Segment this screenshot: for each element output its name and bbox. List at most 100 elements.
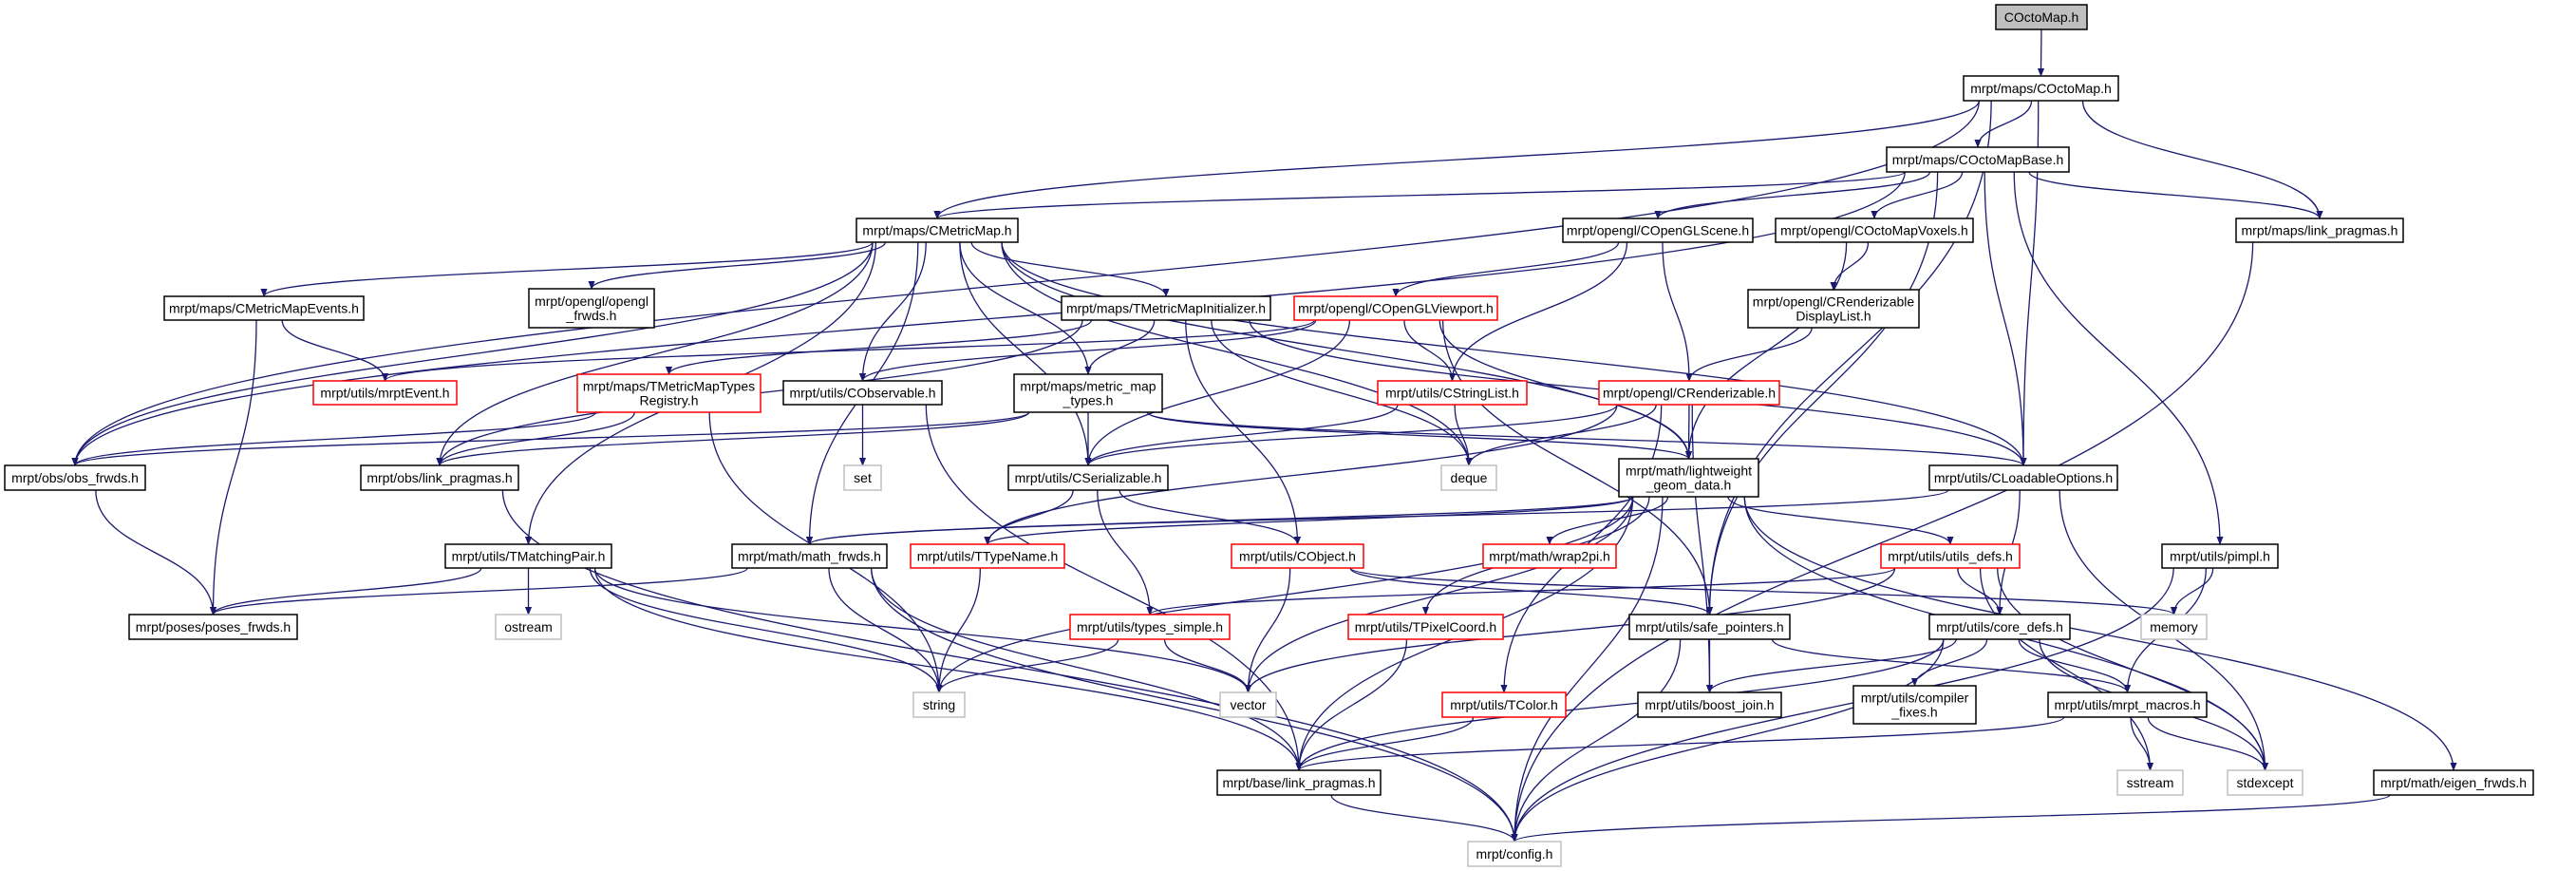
node-cmetricmap[interactable]: mrpt/maps/CMetricMap.h — [856, 218, 1019, 243]
node-box — [576, 373, 762, 413]
edge-metricmaptypes-to-obs_frwds — [71, 411, 1030, 466]
node-octomap[interactable]: mrpt/maps/COctoMap.h — [1963, 75, 2119, 102]
node-copenglviewport[interactable]: mrpt/opengl/COpenGLViewport.h — [1293, 295, 1498, 321]
edge-tmatchingpair-to-poses_frwds — [209, 567, 482, 615]
node-coctomapvoxels[interactable]: mrpt/opengl/COctoMapVoxels.h — [1775, 218, 1974, 243]
node-stdexcept[interactable]: stdexcept — [2227, 769, 2303, 796]
node-poses_frwds[interactable]: mrpt/poses/poses_frwds.h — [128, 614, 298, 640]
node-types_simple[interactable]: mrpt/utils/types_simple.h — [1069, 614, 1231, 640]
edge-eigen_frwds-to-config — [1511, 794, 2391, 843]
node-metricmaptypes[interactable]: mrpt/maps/metric_map_types.h — [1013, 373, 1163, 413]
edge-lightweight-to-utils_defs — [1727, 496, 1954, 545]
node-maps_link[interactable]: mrpt/maps/link_pragmas.h — [2235, 218, 2404, 243]
node-cobject[interactable]: mrpt/utils/CObject.h — [1231, 543, 1364, 569]
node-pimpl[interactable]: mrpt/utils/pimpl.h — [2161, 543, 2279, 569]
node-tmatchingpair[interactable]: mrpt/utils/TMatchingPair.h — [444, 543, 612, 569]
edge-tmetricmapinit-to-cobject — [1185, 319, 1302, 545]
node-label: mrpt/opengl/CRenderizable — [1753, 294, 1915, 310]
edge-tmetricmapinit-to-metricmaptypes — [1084, 319, 1156, 375]
node-safe_pointers[interactable]: mrpt/utils/safe_pointers.h — [1628, 614, 1791, 640]
node-label: mrpt/utils/compiler — [1861, 691, 1969, 706]
node-box — [1628, 614, 1791, 640]
edge-copenglscene-to-copenglviewport — [1392, 241, 1620, 297]
node-base_link[interactable]: mrpt/base/link_pragmas.h — [1216, 769, 1382, 796]
edge-tmetricmapinit-to-deque — [1211, 319, 1473, 466]
node-label: memory — [2150, 619, 2198, 634]
node-label: mrpt/opengl/opengl — [535, 293, 649, 309]
node-eigen_frwds[interactable]: mrpt/math/eigen_frwds.h — [2373, 769, 2534, 796]
node-box — [1467, 841, 1562, 867]
node-label: _fixes.h — [1890, 705, 1937, 720]
node-deque[interactable]: deque — [1440, 464, 1497, 491]
edge-obs_frwds-to-poses_frwds — [95, 489, 217, 615]
node-box — [1441, 691, 1567, 718]
node-root[interactable]: COctoMap.h — [1995, 4, 2088, 30]
edge-types_simple-to-vector — [1163, 638, 1252, 693]
node-crenderizable[interactable]: mrpt/opengl/CRenderizable.h — [1598, 380, 1780, 406]
edge-octomapbase-to-cmetricmap — [933, 171, 1906, 219]
edge-crenderizable-to-deque — [1465, 404, 1657, 466]
node-opengl_frwds[interactable]: mrpt/opengl/opengl_frwds.h — [528, 288, 655, 329]
node-box — [1963, 75, 2119, 102]
node-vector[interactable]: vector — [1219, 691, 1277, 718]
edge-copenglviewport-to-mrptevent — [382, 319, 1316, 382]
node-label: mrpt/obs/link_pragmas.h — [367, 470, 512, 485]
node-sstream[interactable]: sstream — [2116, 769, 2184, 796]
edge-cmetricmapevents-to-poses_frwds — [209, 319, 257, 615]
node-obs_frwds[interactable]: mrpt/obs/obs_frwds.h — [4, 464, 146, 491]
node-memory[interactable]: memory — [2140, 614, 2208, 640]
node-cmetricmapevents[interactable]: mrpt/maps/CMetricMapEvents.h — [163, 295, 365, 321]
edge-cobject-to-memory — [1349, 567, 2177, 615]
node-mrpt_macros[interactable]: mrpt/utils/mrpt_macros.h — [2047, 691, 2208, 718]
node-copenglscene[interactable]: mrpt/opengl/COpenGLScene.h — [1562, 218, 1754, 243]
node-utils_defs[interactable]: mrpt/utils/utils_defs.h — [1880, 543, 2021, 569]
node-label: mrpt/opengl/COpenGLViewport.h — [1298, 301, 1494, 316]
edge-octomap-to-maps_link — [2081, 100, 2323, 219]
node-box — [1852, 685, 1977, 725]
node-box — [2235, 218, 2404, 243]
node-cloadable[interactable]: mrpt/utils/CLoadableOptions.h — [1928, 464, 2118, 491]
node-compiler_fixes[interactable]: mrpt/utils/compiler_fixes.h — [1852, 685, 1977, 725]
edge-tmmtypesreg-to-obs_frwds — [71, 411, 596, 466]
node-box — [2140, 614, 2208, 640]
edge-copenglviewport-to-cobservable — [859, 319, 1317, 382]
edge-cserializable-to-types_simple — [1097, 489, 1154, 615]
node-label: mrpt/obs/obs_frwds.h — [11, 470, 139, 485]
node-math_frwds[interactable]: mrpt/math/math_frwds.h — [731, 543, 888, 569]
node-cstringlist[interactable]: mrpt/utils/CStringList.h — [1377, 380, 1528, 406]
node-label: deque — [1451, 470, 1488, 485]
edge-lightweight-to-config — [1511, 496, 1664, 843]
edge-safe_pointers-to-config — [1511, 638, 1682, 843]
node-octomapbase[interactable]: mrpt/maps/COctoMapBase.h — [1886, 146, 2070, 173]
node-core_defs[interactable]: mrpt/utils/core_defs.h — [1928, 614, 2071, 640]
node-config[interactable]: mrpt/config.h — [1467, 841, 1562, 867]
node-lightweight[interactable]: mrpt/math/lightweight_geom_data.h — [1618, 458, 1759, 498]
node-set[interactable]: set — [843, 464, 882, 491]
node-cobservable[interactable]: mrpt/utils/CObservable.h — [782, 380, 943, 406]
node-label: mrpt/utils/CSerializable.h — [1015, 470, 1162, 485]
node-box — [731, 543, 888, 569]
node-obs_link[interactable]: mrpt/obs/link_pragmas.h — [360, 464, 519, 491]
node-tcolor[interactable]: mrpt/utils/TColor.h — [1441, 691, 1567, 718]
edge-coctomapvoxels-to-crenddisplaylist — [1830, 241, 1870, 291]
node-box — [1013, 373, 1163, 413]
edge-types_simple-to-string — [935, 638, 1119, 693]
edge-copenglscene-to-crenderizable — [1662, 241, 1693, 382]
edge-cobject-to-vector — [1244, 567, 1291, 693]
node-string[interactable]: string — [912, 691, 966, 718]
node-boost_join[interactable]: mrpt/utils/boost_join.h — [1637, 691, 1782, 718]
node-tpixelcoord[interactable]: mrpt/utils/TPixelCoord.h — [1347, 614, 1504, 640]
edge-cmetricmapevents-to-mrptevent — [281, 319, 389, 382]
node-ostream[interactable]: ostream — [495, 614, 562, 640]
node-box — [843, 464, 882, 491]
node-cserializable[interactable]: mrpt/utils/CSerializable.h — [1007, 464, 1169, 491]
node-ttypename[interactable]: mrpt/utils/TTypeName.h — [910, 543, 1065, 569]
node-box — [1216, 769, 1382, 796]
node-wrap2pi[interactable]: mrpt/math/wrap2pi.h — [1482, 543, 1617, 569]
node-tmetricmapinit[interactable]: mrpt/maps/TMetricMapInitializer.h — [1061, 295, 1271, 321]
node-box — [782, 380, 943, 406]
node-mrptevent[interactable]: mrpt/utils/mrptEvent.h — [312, 380, 458, 406]
